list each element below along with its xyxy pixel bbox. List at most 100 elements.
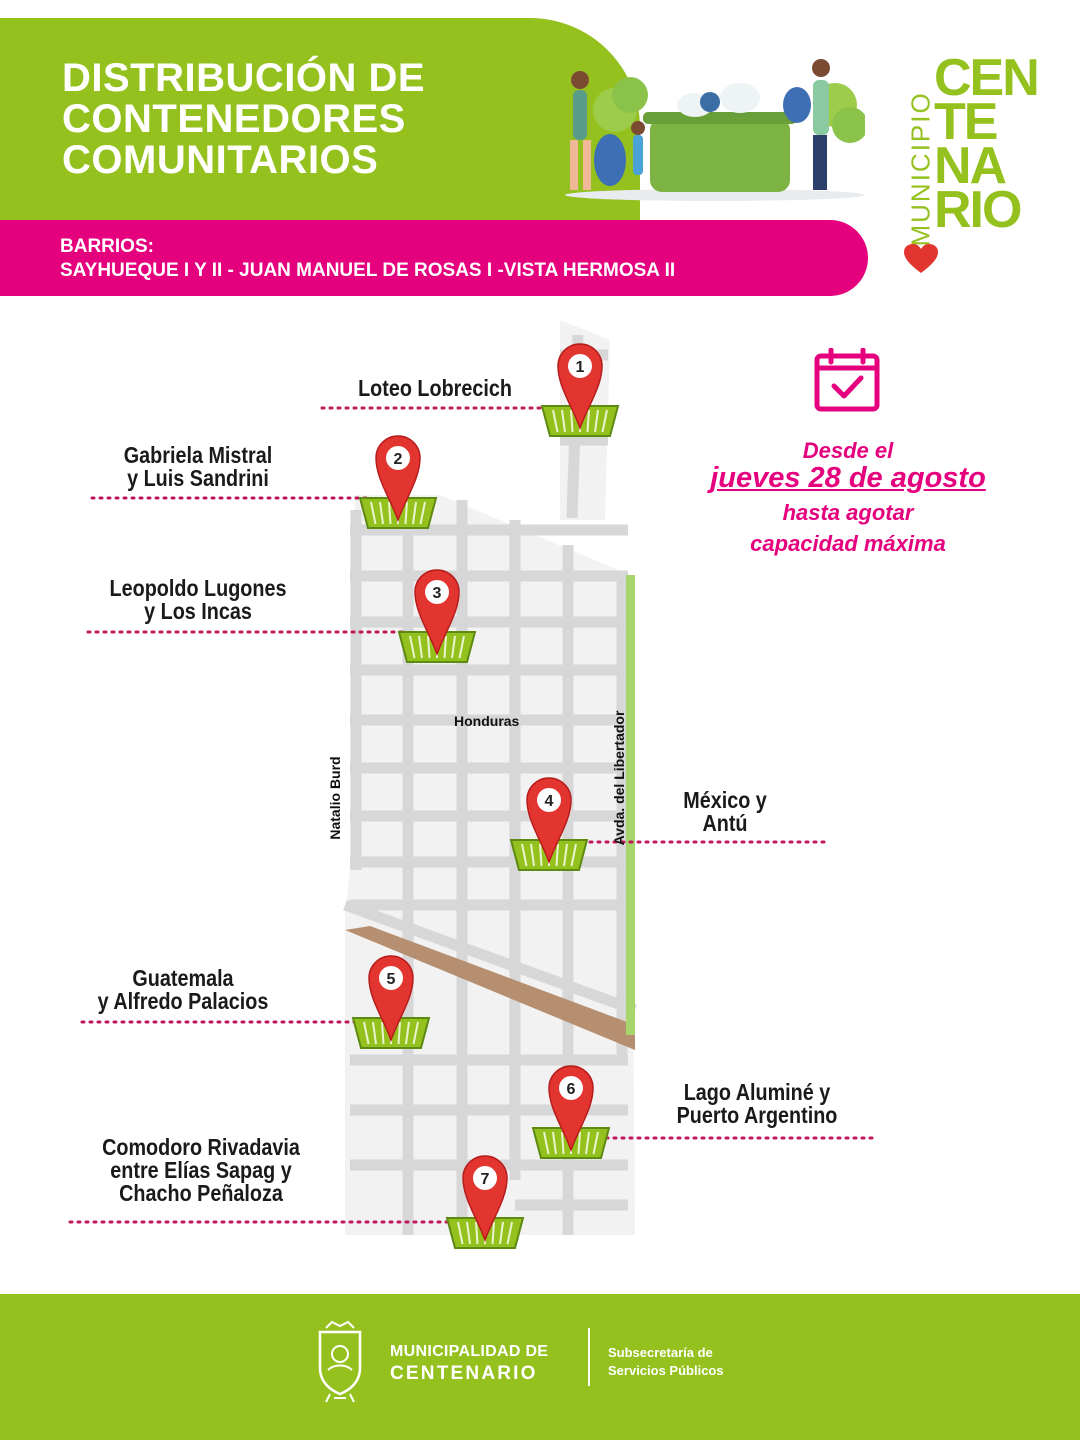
location-label-line: Chacho Peñaloza bbox=[119, 1180, 283, 1206]
pin-number-badge bbox=[568, 354, 592, 378]
pin-number: 7 bbox=[481, 1171, 490, 1188]
container-stripe bbox=[419, 501, 426, 525]
container-stripe bbox=[539, 843, 543, 867]
barrios-banner bbox=[0, 220, 868, 296]
logo-word-line: RIO bbox=[934, 181, 1022, 239]
container-stripe bbox=[561, 409, 566, 433]
pin-number: 2 bbox=[394, 451, 403, 468]
container-stripe bbox=[457, 1221, 464, 1245]
container-stripe bbox=[427, 635, 431, 659]
logo-word-line: CEN bbox=[934, 49, 1040, 107]
pin-number: 3 bbox=[433, 585, 442, 602]
container-stripe bbox=[570, 843, 577, 867]
container-stripe bbox=[530, 843, 535, 867]
barrios-list: SAYHUEQUE I Y II - JUAN MANUEL DE ROSAS … bbox=[60, 260, 676, 281]
footer-centenario: CENTENARIO bbox=[390, 1363, 538, 1384]
calendar-check-icon bbox=[814, 348, 880, 412]
container-stripe bbox=[443, 635, 447, 659]
barrios-label: BARRIOS: bbox=[60, 236, 154, 257]
recycling-illustration bbox=[565, 59, 865, 201]
location-label-line: y Alfredo Palacios bbox=[97, 988, 269, 1014]
container-stripe bbox=[388, 501, 392, 525]
container-pin-4: 4 bbox=[509, 777, 589, 871]
pin-number: 4 bbox=[545, 793, 554, 810]
container-stripe bbox=[372, 1021, 377, 1045]
title-line: COMUNITARIOS bbox=[62, 138, 379, 182]
container-stripe bbox=[363, 1021, 370, 1045]
title-line: CONTENEDORES bbox=[62, 97, 406, 141]
container-stripe bbox=[397, 1021, 401, 1045]
container-stripe bbox=[412, 501, 417, 525]
schedule-date: jueves 28 de agosto bbox=[710, 462, 986, 494]
location-label-7: Comodoro Rivadavia entre Elías Sapag y C… bbox=[85, 1136, 317, 1205]
pin-number: 6 bbox=[567, 1081, 576, 1098]
schedule-line-3: hasta agotar bbox=[782, 500, 914, 525]
footer-subsecretaria: Subsecretaría de bbox=[608, 1345, 713, 1360]
logo-wordmark: CEN TE NA RIO bbox=[934, 49, 1040, 239]
pin-number-badge bbox=[425, 580, 449, 604]
container-stripe bbox=[475, 1221, 479, 1245]
container-stripe bbox=[543, 1131, 550, 1155]
container-stripe bbox=[499, 1221, 504, 1245]
container-stripe bbox=[379, 501, 384, 525]
container-pin-1: 1 bbox=[540, 343, 620, 437]
container-stripe bbox=[418, 635, 423, 659]
logo-word-line: TE bbox=[934, 93, 998, 151]
container-stripe bbox=[563, 843, 568, 867]
location-label-line: Gabriela Mistral bbox=[123, 442, 273, 468]
heart-icon bbox=[904, 244, 938, 273]
container-stripe bbox=[521, 843, 528, 867]
container-stripe bbox=[491, 1221, 495, 1245]
pin-number-badge bbox=[559, 1076, 583, 1100]
container-pin-7: 7 bbox=[445, 1155, 525, 1249]
container-stripe bbox=[466, 1221, 471, 1245]
leader-lines bbox=[68, 406, 878, 1224]
location-label-line: Guatemala bbox=[132, 965, 234, 991]
street-label-honduras: Honduras bbox=[454, 713, 520, 729]
location-label-line: Antú bbox=[702, 810, 748, 836]
location-label-2: Gabriela Mistral y Luis Sandrini bbox=[95, 444, 301, 490]
schedule-line-4: capacidad máxima bbox=[750, 531, 946, 556]
location-label-6: Lago Aluminé y Puerto Argentino bbox=[658, 1081, 856, 1127]
location-label-line: y Los Incas bbox=[144, 598, 252, 624]
footer-municipalidad: MUNICIPALIDAD DE bbox=[390, 1343, 549, 1360]
footer-divider bbox=[588, 1328, 590, 1386]
container-stripe bbox=[458, 635, 465, 659]
footer-bar bbox=[0, 1294, 1080, 1440]
container-stripe bbox=[370, 501, 377, 525]
container-stripe bbox=[451, 635, 456, 659]
location-label-line: Comodoro Rivadavia bbox=[102, 1134, 300, 1160]
container-stripe bbox=[601, 409, 608, 433]
container-pin-3: 3 bbox=[397, 569, 477, 663]
pin-number-badge bbox=[386, 446, 410, 470]
container-stripe bbox=[561, 1131, 565, 1155]
container-stripe bbox=[555, 843, 559, 867]
location-label-line: y Luis Sandrini bbox=[127, 465, 269, 491]
pin-number: 5 bbox=[387, 971, 396, 988]
container-stripe bbox=[592, 1131, 599, 1155]
location-label-line: Puerto Argentino bbox=[676, 1102, 838, 1128]
container-stripe bbox=[586, 409, 590, 433]
street-label-libertador: Avda. del Libertador bbox=[611, 710, 627, 846]
municipal-crest-icon bbox=[318, 1320, 362, 1403]
header-banner bbox=[0, 18, 640, 228]
pin-number-badge bbox=[473, 1166, 497, 1190]
container-stripe bbox=[412, 1021, 419, 1045]
container-stripe bbox=[404, 501, 408, 525]
container-pin-5: 5 bbox=[351, 955, 431, 1049]
location-label-5: Guatemala y Alfredo Palacios bbox=[76, 967, 291, 1013]
location-label-line: Leopoldo Lugones bbox=[109, 575, 287, 601]
container-stripe bbox=[506, 1221, 513, 1245]
diagonal-avenue bbox=[345, 926, 635, 1050]
container-pin-2: 2 bbox=[358, 435, 438, 529]
pin-number-badge bbox=[379, 966, 403, 990]
pin-number: 1 bbox=[576, 359, 585, 376]
location-label-3: Leopoldo Lugones y Los Incas bbox=[86, 577, 310, 623]
container-stripe bbox=[594, 409, 599, 433]
location-label-line: México y bbox=[683, 787, 767, 813]
container-stripe bbox=[552, 409, 559, 433]
container-stripe bbox=[409, 635, 416, 659]
container-stripe bbox=[381, 1021, 385, 1045]
container-stripe bbox=[570, 409, 574, 433]
location-label-line: Loteo Lobrecich bbox=[358, 375, 512, 401]
